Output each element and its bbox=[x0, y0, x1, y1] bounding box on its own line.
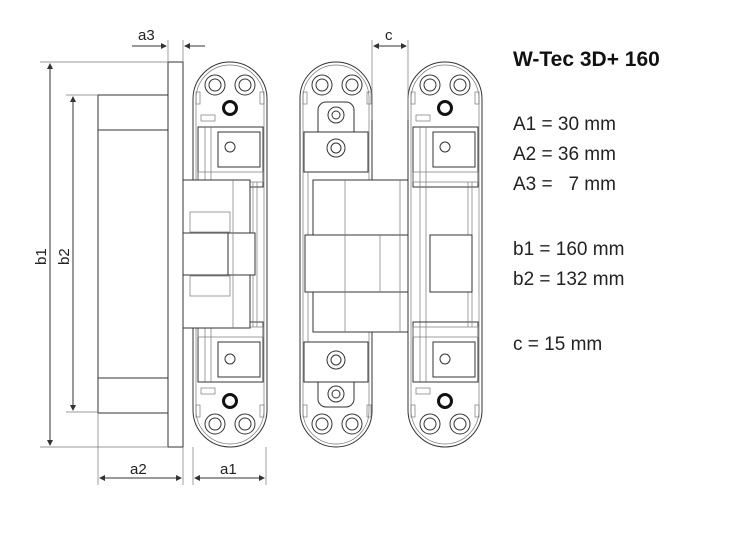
spec-c: c = 15 mm bbox=[513, 334, 603, 355]
dimension-label-a2: a2 bbox=[130, 461, 147, 478]
spec-b1: b1 = 160 mm bbox=[513, 239, 625, 260]
spec-panel: W-Tec 3D+ 160 A1 = 30 mm A2 = 36 mm A3 =… bbox=[513, 48, 660, 360]
spec-a1: A1 = 30 mm bbox=[513, 114, 616, 135]
product-title: W-Tec 3D+ 160 bbox=[513, 48, 660, 71]
dimension-label-b1: b1 bbox=[33, 248, 50, 265]
dimension-label-a1: a1 bbox=[220, 461, 237, 478]
dimension-label-c: c bbox=[385, 27, 393, 44]
dimension-label-b2: b2 bbox=[56, 248, 73, 265]
dimension-label-a3: a3 bbox=[138, 27, 155, 44]
hinge-knuckles-left bbox=[182, 179, 256, 329]
spec-b2: b2 = 132 mm bbox=[513, 269, 625, 290]
spec-a2: A2 = 36 mm bbox=[513, 144, 616, 165]
dimension-lines bbox=[40, 40, 409, 485]
spec-a3: A3 = 7 mm bbox=[513, 174, 616, 195]
side-view bbox=[97, 61, 184, 448]
